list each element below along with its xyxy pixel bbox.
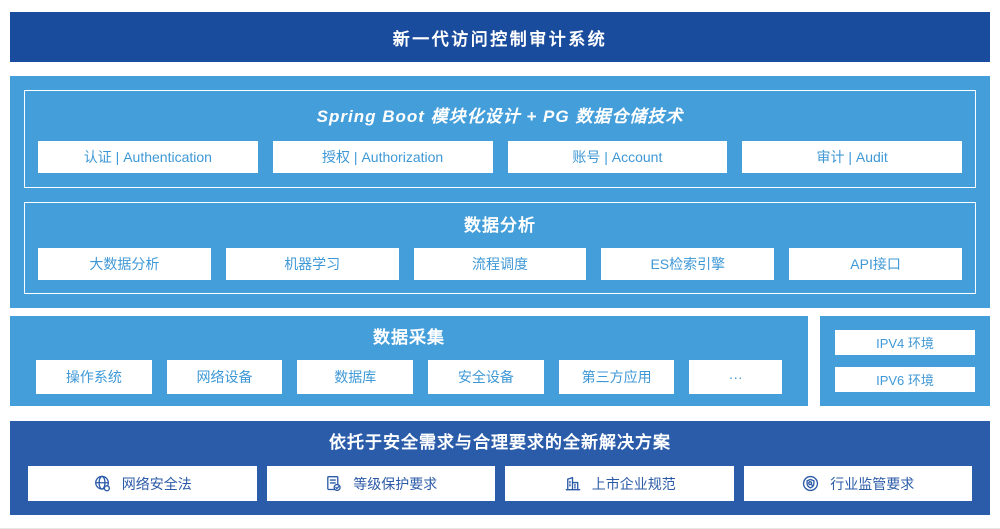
env-box-ipv4: IPV4 环境 [835,330,975,355]
document-check-icon [327,475,341,492]
environment-section: IPV4 环境 IPV6 环境 [820,316,990,406]
module-box-bigdata: 大数据分析 [38,248,211,280]
module-box-more: ··· [689,360,782,394]
collection-row: 数据采集 操作系统 网络设备 数据库 安全设备 第三方应用 ··· IPV4 环… [10,316,990,406]
building-icon [565,476,581,491]
module-box-third-party: 第三方应用 [558,360,675,394]
module-box-workflow: 流程调度 [413,248,587,280]
data-collection-section: 数据采集 操作系统 网络设备 数据库 安全设备 第三方应用 ··· [10,316,808,406]
module-box-authorization: 授权 | Authorization [272,141,493,173]
module-box-audit: 审计 | Audit [742,141,962,173]
module-box-security-device: 安全设备 [428,360,544,394]
solution-label: 上市企业规范 [591,475,676,492]
shield-search-icon [803,475,819,492]
module-box-account: 账号 | Account [507,141,728,173]
data-collection-title: 数据采集 [373,328,445,347]
solution-label: 行业监管要求 [830,475,915,492]
data-analysis-title: 数据分析 [464,216,536,235]
solution-box-listed-company: 上市企业规范 [505,466,734,501]
spring-boot-block: Spring Boot 模块化设计 + PG 数据仓储技术 认证 | Authe… [24,90,976,188]
solution-label: 等级保护要求 [353,475,438,492]
title-banner: 新一代访问控制审计系统 [10,12,990,62]
data-collection-modules: 操作系统 网络设备 数据库 安全设备 第三方应用 ··· [36,360,782,394]
module-box-es-search: ES检索引擎 [601,248,775,280]
module-box-network-device: 网络设备 [166,360,283,394]
solution-title: 依托于安全需求与合理要求的全新解决方案 [329,433,671,452]
spring-boot-title: Spring Boot 模块化设计 + PG 数据仓储技术 [316,107,684,126]
solution-items: 网络安全法 等级保护要求 [28,466,972,501]
data-analysis-modules: 大数据分析 机器学习 流程调度 ES检索引擎 API接口 [38,248,962,280]
solution-box-classified-protection: 等级保护要求 [266,466,495,501]
module-box-authentication: 认证 | Authentication [38,141,258,173]
spring-boot-modules: 认证 | Authentication 授权 | Authorization 账… [38,141,962,173]
solution-label: 网络安全法 [121,475,192,492]
platform-section: Spring Boot 模块化设计 + PG 数据仓储技术 认证 | Authe… [10,76,990,308]
data-analysis-block: 数据分析 大数据分析 机器学习 流程调度 ES检索引擎 API接口 [24,202,976,294]
solution-box-cybersecurity-law: 网络安全法 [28,466,257,501]
module-box-machine-learning: 机器学习 [225,248,399,280]
module-box-api: API接口 [789,248,962,280]
env-box-ipv6: IPV6 环境 [835,367,975,392]
module-box-os: 操作系统 [36,360,152,394]
module-box-database: 数据库 [297,360,414,394]
solution-box-industry-regulation: 行业监管要求 [743,466,972,501]
page-title: 新一代访问控制审计系统 [392,29,608,49]
solution-section: 依托于安全需求与合理要求的全新解决方案 网络安全法 [10,421,990,515]
globe-icon [94,475,110,492]
